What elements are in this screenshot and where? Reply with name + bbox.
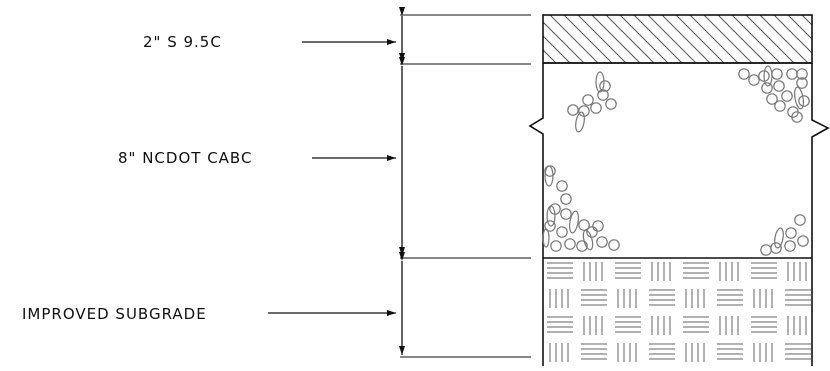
base-layer — [528, 62, 830, 259]
base-left-break-line — [528, 63, 544, 258]
surface-layer-label: 2" S 9.5C — [143, 33, 222, 51]
base-right-break-line — [811, 63, 830, 258]
aggregate-pattern — [542, 65, 810, 256]
leader-arrows — [268, 39, 396, 316]
subgrade-layer-label: IMPROVED SUBGRADE — [22, 305, 207, 323]
surface-layer — [542, 14, 813, 64]
extension-lines — [400, 14, 531, 358]
subgrade-layer — [542, 258, 813, 366]
base-layer-label: 8" NCDOT CABC — [118, 149, 252, 167]
